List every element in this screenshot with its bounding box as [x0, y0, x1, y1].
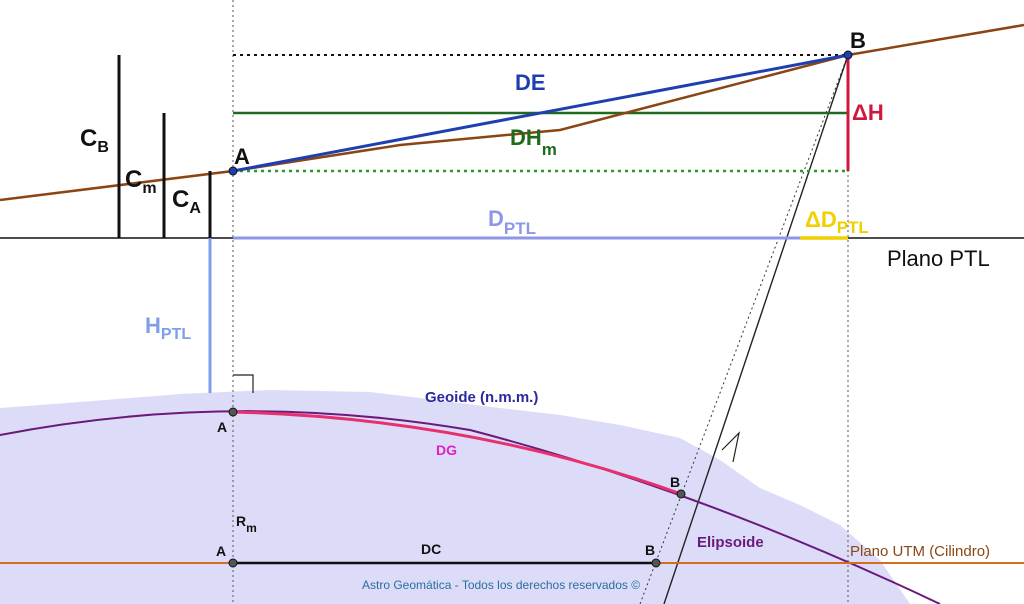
label-c-a: CA	[172, 186, 201, 217]
label-dc: DC	[421, 541, 441, 557]
label-elipsoide: Elipsoide	[697, 534, 764, 551]
slanted-solid-line	[663, 54, 849, 604]
terrain-line	[0, 23, 1024, 202]
label-c-m-sub: m	[142, 180, 156, 197]
label-d-ptl-main: D	[488, 206, 504, 231]
label-de: DE	[515, 70, 546, 95]
label-c-b: CB	[80, 125, 109, 156]
label-h-ptl-sub: PTL	[161, 326, 191, 343]
label-c-a-sub: A	[189, 200, 201, 217]
label-delta-d-ptl-sub: PTL	[837, 218, 869, 237]
point-b-utm	[651, 558, 661, 568]
label-a-top: A	[234, 144, 250, 169]
label-geoide: Geoide (n.m.m.)	[425, 389, 538, 406]
label-d-ptl: DPTL	[488, 206, 536, 238]
label-c-b-main: C	[80, 125, 97, 152]
label-c-b-sub: B	[97, 139, 109, 156]
label-r-m-main: R	[236, 513, 246, 529]
label-plano-ptl: Plano PTL	[887, 246, 990, 271]
label-c-m: Cm	[125, 166, 157, 197]
label-c-m-main: C	[125, 166, 142, 193]
ellipsoid-curve	[0, 410, 941, 604]
de-line	[232, 53, 849, 173]
label-delta-d-ptl: ΔDPTL	[805, 207, 869, 237]
label-h-ptl: HPTL	[145, 313, 191, 343]
label-h-ptl-main: H	[145, 313, 161, 338]
label-b-ellipsoid: B	[670, 474, 680, 490]
label-r-m: Rm	[236, 513, 257, 535]
label-dg: DG	[436, 442, 457, 458]
label-d-ptl-sub: PTL	[504, 219, 536, 238]
label-dh-sub: m	[542, 140, 557, 159]
copyright-text: Astro Geomática - Todos los derechos res…	[362, 578, 640, 592]
label-b-utm: B	[645, 542, 655, 558]
point-b-ellipsoid	[676, 489, 686, 499]
label-c-a-main: C	[172, 186, 189, 213]
label-dh-main: DH	[510, 125, 542, 150]
label-plano-utm: Plano UTM (Cilindro)	[850, 543, 990, 560]
point-a-geoid	[228, 407, 238, 417]
dg-arc	[232, 410, 682, 496]
point-a-utm	[228, 558, 238, 568]
right-angle-marker-geoid	[233, 374, 254, 393]
label-delta-d-ptl-main: ΔD	[805, 207, 837, 232]
geoid-area	[0, 390, 910, 604]
point-b-top	[843, 50, 853, 60]
label-a-utm: A	[216, 543, 226, 559]
label-r-m-sub: m	[246, 521, 257, 535]
right-angle-marker-slant	[721, 431, 740, 463]
label-b-top: B	[850, 28, 866, 53]
label-a-geoid: A	[217, 419, 227, 435]
label-delta-h: ΔH	[852, 100, 884, 125]
label-dh: DHm	[510, 125, 557, 159]
point-a-top	[228, 166, 238, 176]
